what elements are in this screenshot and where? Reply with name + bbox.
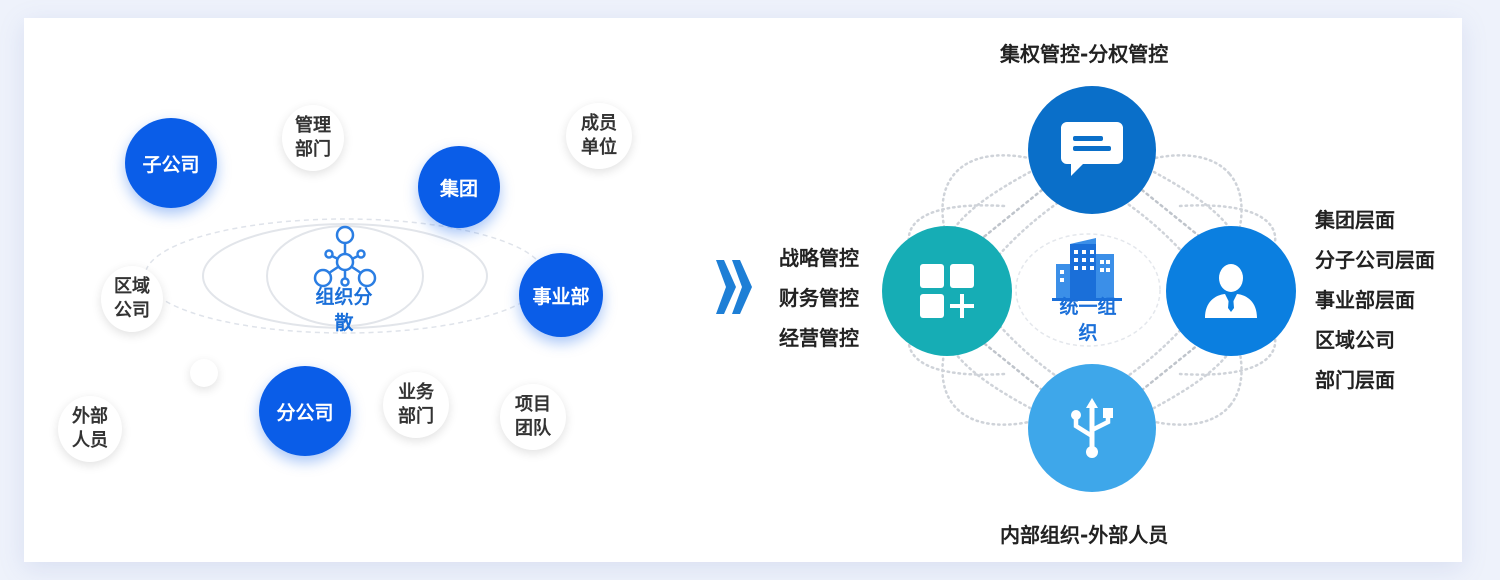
user-person-icon: [1205, 264, 1257, 318]
apps-grid-add-icon: [920, 264, 974, 318]
node-project-team: 项目 团队: [500, 384, 566, 450]
list-item: 区域公司: [1315, 328, 1395, 352]
list-item: 部门层面: [1315, 368, 1395, 392]
bottom-label: 内部组织-外部人员: [1000, 523, 1169, 547]
left-control-list: 战略管控 财务管控 经营管控: [779, 242, 859, 362]
list-item: 战略管控: [779, 246, 859, 270]
left-circle: [882, 226, 1012, 356]
double-chevron-right-icon: [716, 260, 752, 314]
node-mgmt-dept: 管理 部门: [282, 105, 344, 171]
right-level-list: 集团层面 分子公司层面 事业部层面 区域公司 部门层面: [1315, 204, 1435, 404]
office-building-icon: [1052, 238, 1122, 301]
right-circle: [1166, 226, 1296, 356]
list-item: 分子公司层面: [1315, 248, 1435, 272]
small-dot: [190, 359, 218, 387]
list-item: 集团层面: [1315, 208, 1395, 232]
node-group: 集团: [418, 146, 500, 228]
node-member-unit: 成员 单位: [566, 103, 632, 169]
node-region-company: 区域 公司: [101, 266, 163, 332]
chat-message-icon: [1061, 122, 1123, 176]
usb-icon: [1071, 398, 1113, 458]
node-subsidiary: 子公司: [125, 118, 217, 208]
bottom-circle: [1028, 364, 1156, 492]
list-item: 财务管控: [779, 286, 859, 310]
node-external: 外部 人员: [58, 396, 122, 462]
network-hub-icon: [313, 225, 377, 288]
list-item: 事业部层面: [1315, 288, 1415, 312]
node-business-unit: 事业部: [519, 253, 603, 337]
right-center-label: 统一组 织: [1059, 296, 1117, 344]
top-circle: [1028, 86, 1156, 214]
list-item: 经营管控: [779, 326, 859, 350]
node-business-dept: 业务 部门: [383, 372, 449, 438]
node-branch: 分公司: [259, 366, 351, 456]
top-label: 集权管控-分权管控: [1000, 42, 1169, 66]
left-center-label: 组织分 散: [315, 286, 373, 334]
